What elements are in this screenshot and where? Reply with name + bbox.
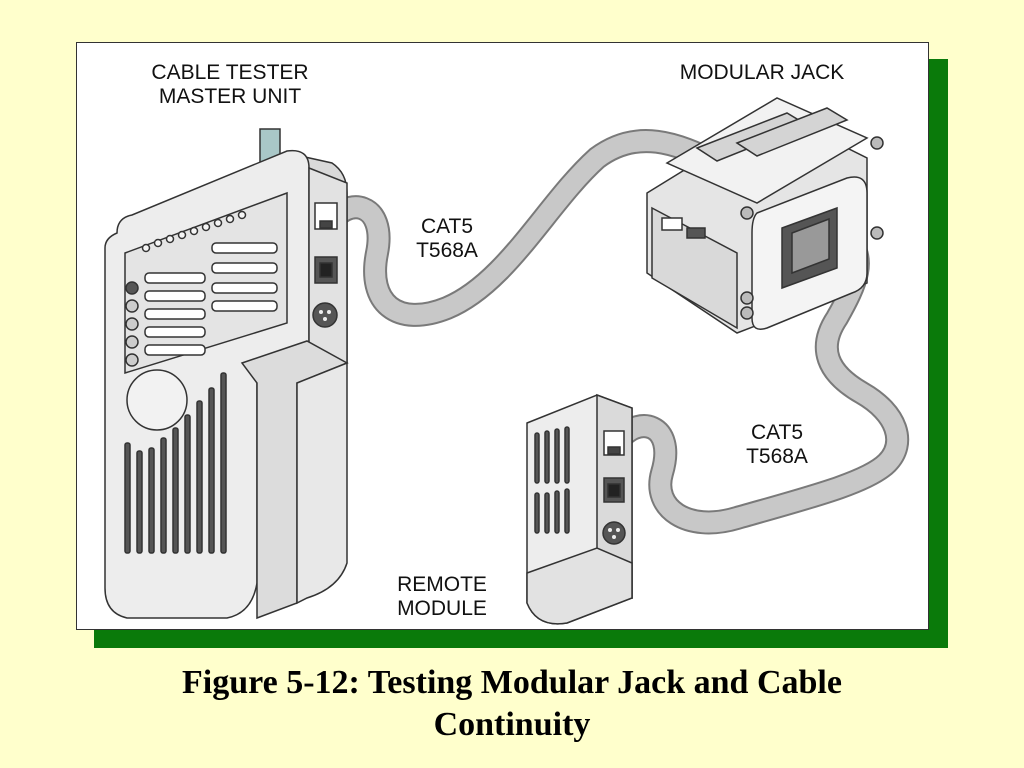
cable-top-label-line2: T568A bbox=[416, 239, 478, 262]
remote-module-label-line2: MODULE bbox=[397, 597, 487, 620]
master-unit-label-line1: CABLE TESTER bbox=[151, 61, 309, 84]
modular-jack bbox=[646, 97, 884, 334]
master-unit-label: CABLE TESTER MASTER UNIT bbox=[105, 61, 355, 109]
remote-module-label-line1: REMOTE bbox=[397, 573, 487, 596]
figure-caption-line1: Figure 5-12: Testing Modular Jack and Ca… bbox=[182, 664, 842, 701]
cable-top-label-line1: CAT5 bbox=[420, 215, 474, 238]
figure-caption: Figure 5-12: Testing Modular Jack and Ca… bbox=[62, 662, 962, 746]
remote-module bbox=[526, 393, 633, 625]
cable-top bbox=[315, 129, 729, 327]
master-unit-label-line2: MASTER UNIT bbox=[158, 85, 302, 108]
figure-panel: CABLE TESTER MASTER UNIT MODULAR JACK CA… bbox=[76, 42, 929, 630]
remote-module-label: REMOTE MODULE bbox=[387, 573, 497, 621]
cable-bottom bbox=[605, 226, 910, 535]
modular-jack-label: MODULAR JACK bbox=[679, 61, 845, 84]
illustration bbox=[104, 97, 910, 625]
cable-bottom-label-line1: CAT5 bbox=[750, 421, 804, 444]
cable-bottom-label: CAT5 T568A bbox=[717, 421, 837, 469]
cable-tester-master-unit bbox=[104, 128, 349, 620]
cable-bottom-label-line2: T568A bbox=[746, 445, 808, 468]
figure-caption-line2: Continuity bbox=[433, 706, 591, 743]
cable-top-label: CAT5 T568A bbox=[387, 215, 507, 263]
